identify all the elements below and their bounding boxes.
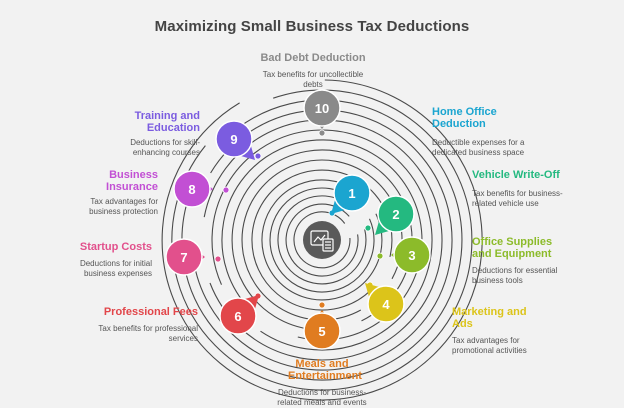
label-item-4: Marketing and Ads Tax advantages for pro… (452, 306, 562, 356)
marker-7: 7 (165, 238, 205, 276)
spiral-arc (171, 89, 473, 391)
marker-10: 10 (303, 89, 341, 129)
marker-9: 9 (215, 120, 255, 160)
marker-number: 1 (348, 186, 355, 201)
marker-number: 8 (188, 182, 195, 197)
label-item-10: Bad Debt Deduction Tax benefits for unco… (248, 52, 378, 90)
label-item-7: Startup Costs Deductions for initial bus… (60, 241, 152, 279)
spiral-arc (293, 211, 351, 269)
spiral-arc (285, 203, 359, 277)
item-9-title: Training and Education (134, 110, 200, 134)
arc-dot (318, 301, 326, 309)
marker-circle (303, 312, 341, 350)
spiral-arc (261, 179, 383, 301)
marker-3: 3 (391, 236, 431, 274)
item-3-desc: Deductions for essential business tools (472, 266, 558, 285)
item-4-title: Marketing and Ads (452, 306, 527, 330)
label-item-3: Office Supplies and Equipment Deductions… (472, 236, 582, 286)
item-8-title: Business Insurance (106, 169, 158, 193)
spiral-arc (161, 79, 483, 401)
arc-dot (364, 224, 372, 232)
item-3-title: Office Supplies and Equipment (472, 236, 553, 260)
label-item-2: Vehicle Write-Off Tax benefits for busin… (472, 169, 582, 209)
item-10-title: Bad Debt Deduction (260, 52, 366, 64)
marker-4: 4 (365, 283, 405, 323)
arc-dot (254, 152, 262, 160)
marker-circle (173, 170, 211, 208)
item-7-desc: Deductions for initial business expenses (79, 259, 152, 278)
marker-circle (333, 174, 371, 212)
item-1-title: Home Office Deduction (432, 106, 497, 130)
marker-circle (215, 120, 253, 158)
item-8-desc: Tax advantages for business protection (89, 197, 158, 216)
item-1-desc: Deductible expenses for a dedicated busi… (432, 138, 525, 157)
marker-number: 5 (318, 324, 325, 339)
center-circle (303, 221, 341, 259)
spiral-arc (181, 99, 463, 381)
spiral-arc (277, 195, 367, 285)
calculator-chart-icon (310, 230, 334, 252)
arc-dots (214, 129, 384, 309)
center-hub (303, 221, 341, 259)
marker-1: 1 (331, 174, 371, 214)
label-item-1: Home Office Deduction Deductible expense… (432, 106, 542, 158)
marker-circle (165, 238, 203, 276)
item-10-desc: Tax benefits for uncollectible debts (262, 70, 364, 89)
spiral-arc (251, 169, 393, 311)
label-item-8: Business Insurance Tax advantages for bu… (64, 169, 158, 217)
marker-number: 4 (382, 297, 390, 312)
marker-circle (377, 195, 415, 233)
spiral-arc (203, 119, 443, 361)
item-9-desc: Deductions for skill-enhancing courses (130, 138, 200, 157)
item-4-desc: Tax advantages for promotional activitie… (452, 336, 527, 355)
arc-dot (376, 252, 384, 260)
marker-5: 5 (303, 310, 341, 350)
marker-circle (219, 297, 257, 335)
spiral-arc (269, 187, 375, 293)
arc-dot (214, 255, 222, 263)
item-6-title: Professional Fees (103, 306, 198, 318)
number-markers: 1 2 3 4 5 6 7 8 9 10 (165, 89, 431, 350)
marker-number: 3 (408, 248, 415, 263)
marker-number: 10 (315, 101, 329, 116)
arc-dot (222, 186, 230, 194)
marker-2: 2 (375, 195, 415, 235)
arc-dot (318, 129, 326, 137)
label-item-6: Professional Fees Tax benefits for profe… (96, 306, 198, 344)
page-title: Maximizing Small Business Tax Deductions (154, 18, 470, 35)
marker-6: 6 (219, 295, 259, 335)
marker-circle (303, 89, 341, 127)
label-item-9: Training and Education Deductions for sk… (104, 110, 200, 158)
marker-number: 6 (234, 309, 241, 324)
marker-circle (367, 285, 405, 323)
marker-circle (393, 236, 431, 274)
item-5-desc: Deductions for business-related meals an… (277, 388, 367, 407)
marker-number: 2 (392, 207, 399, 222)
item-2-title: Vehicle Write-Off (472, 169, 560, 181)
marker-number: 9 (230, 132, 237, 147)
item-2-desc: Tax benefits for business-related vehicl… (472, 189, 563, 208)
item-6-desc: Tax benefits for professional services (98, 324, 198, 343)
label-item-5: Meals and Entertainment Deductions for b… (262, 358, 382, 408)
item-5-title: Meals and Entertainment (288, 358, 362, 382)
item-7-title: Startup Costs (79, 241, 152, 253)
marker-8: 8 (173, 170, 213, 208)
marker-number: 7 (180, 250, 187, 265)
